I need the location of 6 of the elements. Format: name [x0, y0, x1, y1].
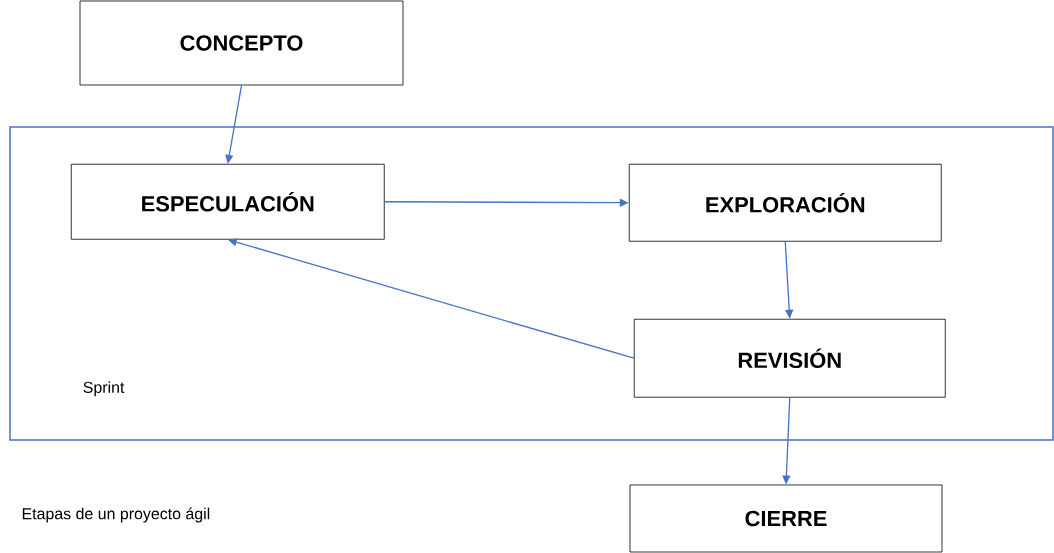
caption: Etapas de un proyecto ágil	[22, 507, 210, 523]
process-box: EXPLORACIÓN	[628, 163, 942, 242]
process-box: CIERRE	[629, 484, 943, 553]
process-box: ESPECULACIÓN	[70, 163, 385, 240]
process-box: CONCEPTO	[79, 0, 404, 86]
process-box: REVISIÓN	[633, 318, 946, 398]
